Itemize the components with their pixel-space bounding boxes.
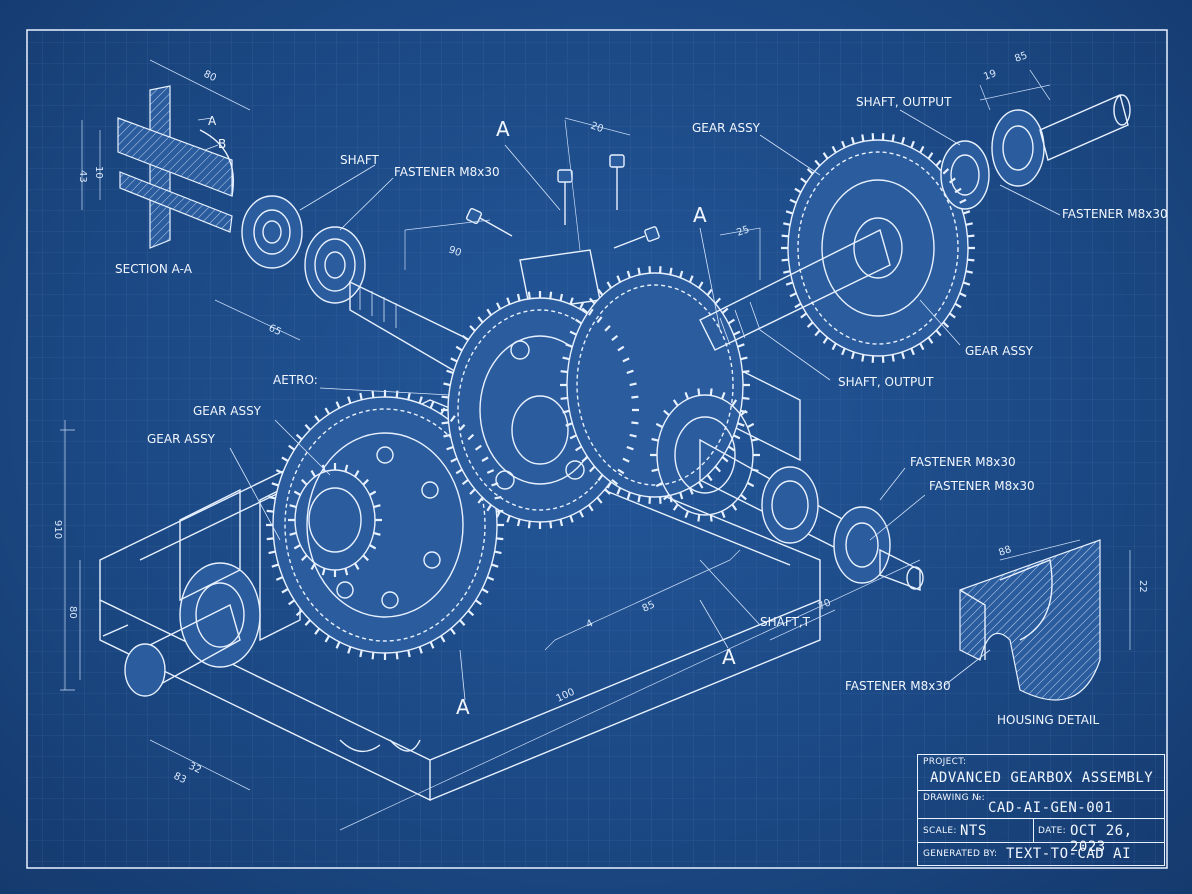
leader-lines	[229, 109, 1061, 701]
drawing-no-value: CAD-AI-GEN-001	[988, 800, 1114, 816]
sheet-border	[26, 29, 1168, 869]
label-shaft-t: SHAFT,T	[760, 615, 811, 629]
dim-88: 88	[997, 544, 1013, 559]
dim-25: 25	[735, 224, 751, 239]
label-fastener-right-1: FASTENER M8x30	[910, 455, 1016, 469]
label-shaft: SHAFT	[340, 153, 380, 167]
dim-22: 22	[1137, 580, 1148, 593]
dim-4: 4	[585, 618, 595, 631]
project-value: ADVANCED GEARBOX ASSEMBLY	[930, 770, 1154, 786]
date-label: DATE:	[1038, 826, 1066, 836]
scale-label: SCALE:	[923, 826, 957, 836]
label-gear-assy-right: GEAR ASSY	[965, 344, 1034, 358]
lower-right-shaft	[699, 438, 924, 592]
dim-90: 90	[447, 244, 463, 259]
label-fastener-right-2: FASTENER M8x30	[929, 479, 1035, 493]
label-gear-assy-left-2: GEAR ASSY	[147, 432, 216, 446]
label-section-aa: SECTION A-A	[115, 262, 193, 276]
pinion-right-teeth	[650, 388, 760, 522]
dim-85-mid: 85	[641, 599, 657, 614]
dim-85-top: 85	[1013, 50, 1029, 65]
scale-value: NTS	[960, 823, 987, 839]
dim-19: 19	[982, 68, 998, 83]
input-shaft	[124, 488, 261, 697]
label-fastener-top-left: FASTENER M8x30	[394, 165, 500, 179]
dim-83: 83	[172, 771, 188, 786]
label-housing-detail: HOUSING DETAIL	[997, 713, 1099, 727]
label-shaft-output-mid: SHAFT, OUTPUT	[838, 375, 934, 389]
dim-20: 20	[589, 120, 605, 135]
label-fastener-bottom: FASTENER M8x30	[845, 679, 951, 693]
label-section-a-small: A	[208, 114, 217, 128]
project-label: PROJECT:	[923, 757, 967, 767]
gear-large-left	[272, 396, 498, 654]
dim-65-left: 65	[267, 323, 283, 338]
dim-100: 100	[555, 687, 577, 705]
upper-left-shaft	[241, 195, 471, 382]
title-block-generated-row: GENERATED BY: TEXT-TO-CAD AI	[918, 843, 1164, 865]
title-block-scale-date-row: SCALE: NTS DATE: OCT 26, 2023	[918, 819, 1164, 855]
gearbox-housing	[99, 249, 821, 802]
gear-right-mid-teeth	[560, 266, 750, 504]
output-gear-assembly	[699, 94, 1131, 357]
fasteners	[102, 154, 660, 637]
label-gear-assy-top-right: GEAR ASSY	[692, 121, 761, 135]
title-block: PROJECT: ADVANCED GEARBOX ASSEMBLY DRAWI…	[917, 754, 1165, 866]
label-section-marker-bottom: A	[456, 695, 470, 719]
label-section-b-small: B	[218, 137, 226, 151]
label-aetro: AETRO:	[273, 373, 318, 387]
dim-43: 43	[77, 170, 88, 183]
title-block-drawing-row: DRAWING №: CAD-AI-GEN-001	[918, 791, 1164, 819]
label-shaft-output-top: SHAFT, OUTPUT	[856, 95, 952, 109]
dim-910: 910	[52, 520, 63, 539]
dimension-lines	[60, 69, 1131, 831]
gear-center-teeth	[441, 291, 639, 529]
dim-32: 32	[187, 761, 203, 776]
dim-80-left: 80	[67, 606, 78, 619]
drawing-no-label: DRAWING №:	[923, 793, 985, 803]
label-section-marker-top: A	[496, 117, 510, 141]
label-gear-assy-left-1: GEAR ASSY	[193, 404, 262, 418]
title-block-divider	[1033, 819, 1034, 842]
pinion-left-teeth	[288, 463, 382, 577]
generated-label: GENERATED BY:	[923, 849, 998, 859]
gear-large-left-teeth	[266, 390, 504, 660]
dim-10: 10	[93, 166, 104, 179]
generated-value: TEXT-TO-CAD AI	[1006, 846, 1132, 862]
label-fastener-top-right: FASTENER M8x30	[1062, 207, 1168, 221]
label-section-marker-mid: A	[693, 203, 707, 227]
housing-detail-view	[959, 539, 1101, 701]
dim-70: 70	[817, 597, 833, 612]
output-gear-teeth	[781, 133, 975, 363]
section-aa-view	[81, 59, 251, 249]
date-value: OCT 26, 2023	[1070, 823, 1133, 855]
title-block-project-row: PROJECT: ADVANCED GEARBOX ASSEMBLY	[918, 755, 1164, 791]
label-section-marker-bottom-right: A	[722, 645, 736, 669]
dim-80-top: 80	[202, 69, 218, 84]
